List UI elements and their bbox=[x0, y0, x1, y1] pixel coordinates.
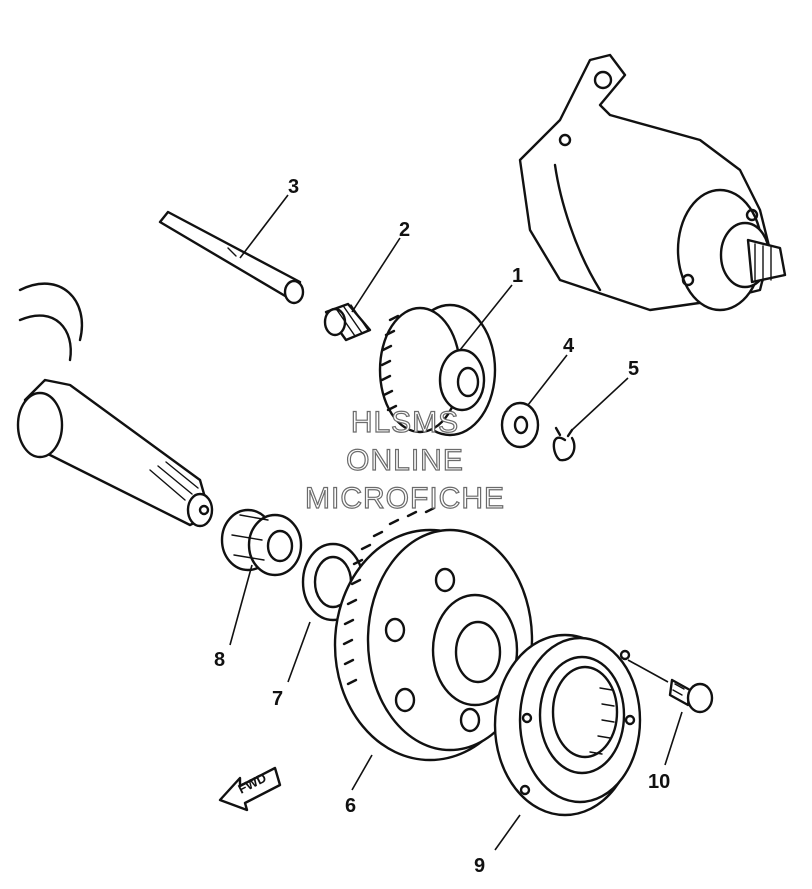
callout-8: 8 bbox=[214, 649, 225, 671]
starter-clutch-9 bbox=[493, 633, 642, 817]
callouts: 1 2 3 4 5 6 7 8 9 10 bbox=[214, 176, 670, 877]
callout-9: 9 bbox=[474, 855, 485, 877]
fwd-arrow: FWD bbox=[218, 766, 282, 812]
leader-lines bbox=[229, 194, 683, 851]
callout-4: 4 bbox=[563, 335, 575, 357]
crankshaft bbox=[16, 282, 214, 528]
washer-4 bbox=[500, 401, 540, 449]
callout-5: 5 bbox=[628, 358, 639, 380]
callout-2: 2 bbox=[399, 219, 410, 241]
circlip-5 bbox=[552, 426, 576, 462]
starter-wheel-gear-6 bbox=[333, 506, 534, 762]
watermark-line-2: ONLINE bbox=[346, 444, 464, 477]
callout-3: 3 bbox=[288, 176, 299, 198]
watermark-line-1: HLSMS bbox=[351, 406, 459, 439]
callout-6: 6 bbox=[345, 795, 356, 817]
watermark-line-3: MICROFICHE bbox=[305, 482, 505, 515]
callout-7: 7 bbox=[272, 688, 283, 710]
watermark: HLSMS ONLINE MICROFICHE bbox=[304, 405, 505, 515]
needle-bearing-8 bbox=[220, 508, 303, 577]
starter-motor bbox=[518, 53, 787, 312]
shaft-3 bbox=[158, 210, 305, 305]
callout-1: 1 bbox=[512, 265, 523, 287]
idler-gear-1 bbox=[378, 303, 497, 437]
bolt-10 bbox=[668, 678, 714, 714]
callout-10: 10 bbox=[648, 771, 670, 793]
needle-bearing-2 bbox=[323, 302, 372, 342]
